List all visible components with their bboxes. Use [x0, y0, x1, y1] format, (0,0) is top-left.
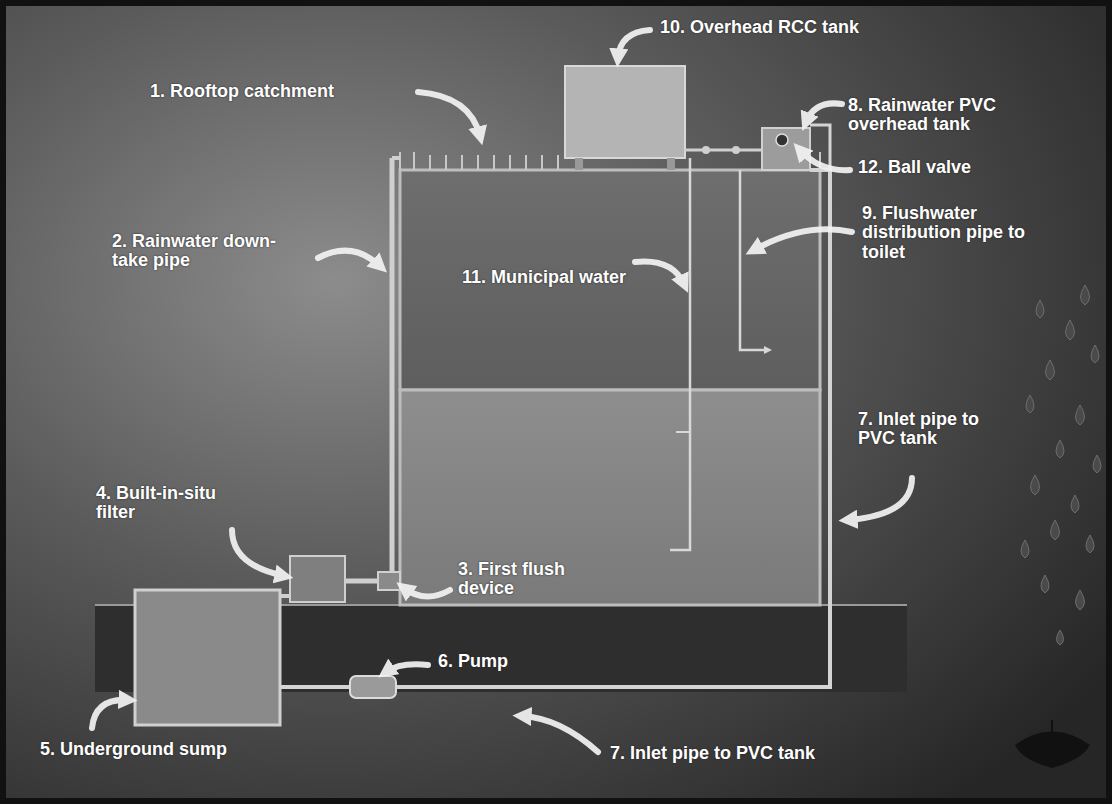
callout-label: 1. Rooftop catchment [150, 82, 410, 101]
pump [350, 676, 396, 698]
filter [290, 556, 345, 602]
callout-label: 8. Rainwater PVC overhead tank [848, 96, 1048, 135]
callout-label: 2. Rainwater down-take pipe [112, 232, 302, 271]
callout-label: 4. Built-in-situ filter [96, 484, 246, 523]
callout-label: 10. Overhead RCC tank [660, 18, 920, 37]
downtake-pipe [390, 158, 395, 578]
callout-label: 9. Flushwater distribution pipe to toile… [862, 204, 1062, 262]
sump [135, 590, 280, 725]
umbrella [1015, 720, 1090, 768]
callout-label: 5. Underground sump [40, 740, 300, 759]
flush-pipe [740, 170, 768, 350]
callout-arrows [92, 30, 912, 752]
lower-floor [400, 390, 820, 605]
callout-label: 7. Inlet pipe to PVC tank [610, 744, 910, 763]
first-flush [378, 572, 400, 590]
callout-label: 6. Pump [438, 652, 558, 671]
callout-label: 3. First flush device [458, 560, 608, 599]
callout-label: 7. Inlet pipe to PVC tank [858, 410, 1008, 449]
overflow-pipe [685, 149, 762, 152]
municipal-pipe [670, 158, 690, 550]
upper-floor [400, 170, 820, 390]
ball-valve [776, 134, 788, 146]
callout-label: 11. Municipal water [462, 268, 632, 287]
callout-label: 12. Ball valve [858, 158, 1038, 177]
rain-drops [1021, 285, 1101, 645]
inlet-pipe [280, 170, 830, 687]
rcc-tank [565, 66, 685, 158]
frame [3, 3, 1109, 801]
